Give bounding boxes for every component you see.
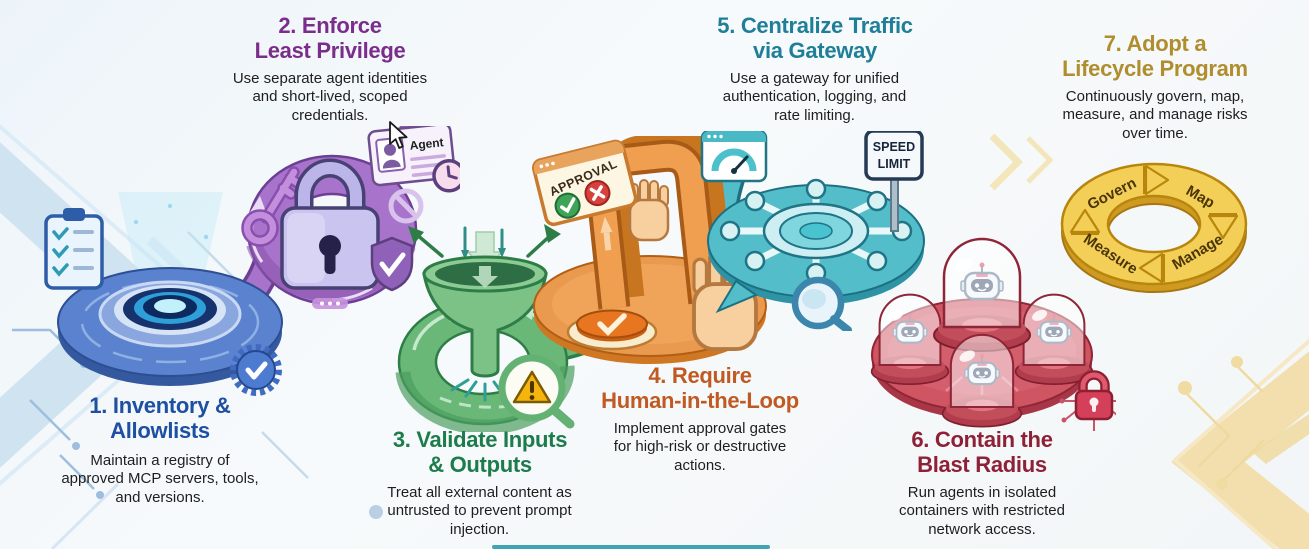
speed-limit-line2: LIMIT	[878, 157, 911, 171]
warning-magnifier-icon	[498, 354, 575, 429]
magnifier-icon	[791, 276, 852, 331]
step6-description: Run agents in isolated containers with r…	[899, 484, 1065, 538]
step4-description: Implement approval gates for high-risk o…	[613, 420, 787, 474]
mid-gold-chevrons	[989, 133, 1054, 191]
step4-illustration: APPROVAL	[531, 136, 767, 364]
speed-limit-line1: SPEED	[873, 140, 915, 154]
step5-illustration: SPEED LIMIT	[700, 131, 925, 331]
avatar	[383, 143, 396, 156]
prohibition-icon	[388, 188, 424, 224]
step6-illustration	[870, 237, 1116, 431]
speed-limit-sign: SPEED LIMIT	[864, 131, 924, 232]
reject-x-icon	[584, 180, 611, 207]
circuit-lock-icon	[1059, 370, 1116, 431]
lifecycle-ring: Govern Map Measure Manage	[1060, 162, 1248, 293]
step1-illustration	[44, 192, 283, 396]
step2-illustration: Agent	[241, 126, 460, 309]
step7-description: Continuously govern, map, measure, and m…	[1062, 88, 1248, 142]
step3-illustration	[395, 224, 575, 432]
step5-description: Use a gateway for unified authentication…	[722, 70, 907, 124]
checklist-clipboard-icon	[44, 208, 104, 290]
step2-description: Use separate agent identities and short-…	[232, 70, 428, 124]
bottom-teal-line	[492, 545, 770, 549]
approval-card: APPROVAL	[531, 139, 638, 227]
approve-button	[566, 309, 658, 351]
right-gold-decor	[1171, 338, 1309, 549]
step3-title: 3. Validate Inputs& Outputs	[392, 427, 568, 477]
approve-check-icon	[554, 192, 581, 219]
hand-icon-small	[628, 179, 670, 242]
step1-title: 1. Inventory &Allowlists	[89, 393, 231, 443]
agent-badge-label: Agent	[409, 135, 444, 152]
clock-icon	[432, 159, 460, 193]
shield-check-icon	[370, 236, 414, 292]
step1-description: Maintain a registry of approved MCP serv…	[61, 452, 259, 506]
speedometer-browser-icon	[700, 131, 768, 183]
hub-spoke-icon	[719, 178, 913, 284]
step3-description: Treat all external content as untrusted …	[387, 484, 572, 538]
funnel-icon	[408, 224, 561, 402]
mouse-cursor-icon	[389, 121, 408, 149]
padlock-icon	[280, 158, 380, 290]
blue-platform	[57, 267, 283, 386]
step7-illustration: Govern Map Measure Manage	[1060, 162, 1248, 293]
key-icon	[241, 166, 305, 247]
verified-badge-icon	[230, 344, 282, 396]
